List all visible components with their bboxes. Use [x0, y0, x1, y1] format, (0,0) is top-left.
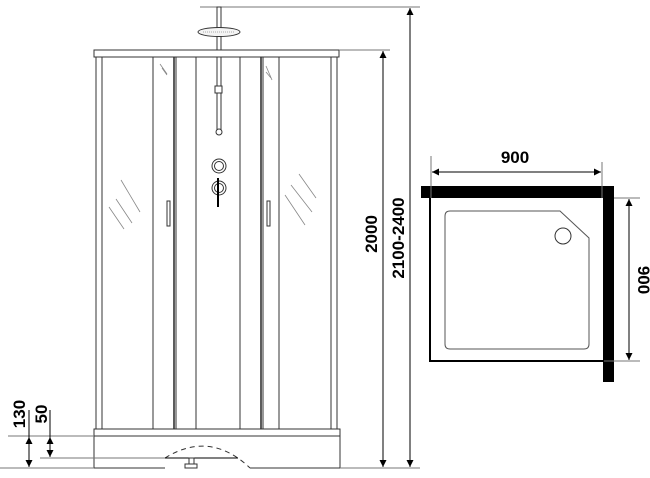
mixer-knobs — [211, 158, 227, 207]
glass-reflections — [108, 63, 317, 230]
tray-outline — [429, 198, 604, 362]
dimension-tray-height: 130 — [10, 400, 29, 428]
top-cap — [93, 49, 340, 58]
dimension-depth: 900 — [634, 266, 650, 294]
dimension-height-total: 2100-2400 — [389, 197, 408, 278]
door-handle-left — [166, 200, 171, 227]
side-wall — [603, 186, 614, 382]
back-wall — [421, 186, 614, 198]
plan-view — [421, 156, 640, 382]
dimension-width: 900 — [501, 148, 529, 167]
dimension-floor-gap: 50 — [32, 405, 51, 424]
drain-icon — [554, 227, 572, 245]
dimension-lines-front — [25, 7, 414, 467]
hand-shower-rail — [214, 56, 223, 136]
tray-inner-basin — [444, 210, 590, 350]
frame-lines — [94, 57, 339, 430]
adjustable-foot — [188, 457, 195, 465]
front-view — [0, 6, 420, 469]
door-handle-right — [266, 200, 271, 227]
dimension-height-cabin: 2000 — [362, 215, 381, 253]
shower-tray-base — [93, 428, 341, 469]
rain-shower-head — [197, 6, 241, 51]
